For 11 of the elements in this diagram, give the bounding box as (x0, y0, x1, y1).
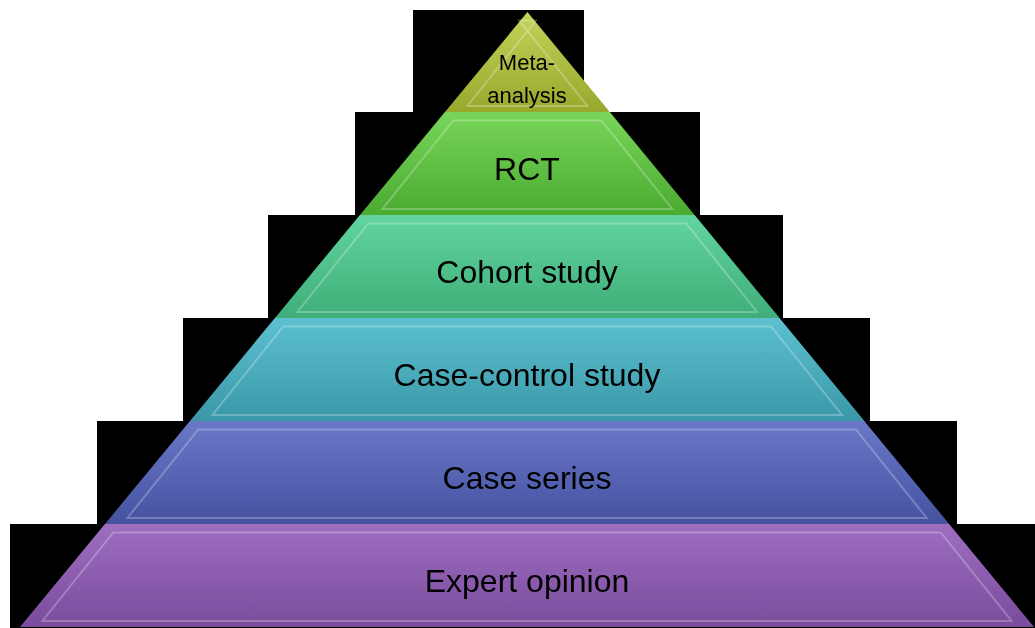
level-label: Case-control study (393, 356, 661, 395)
level-label: Cohort study (436, 253, 618, 292)
pyramid-level (104, 421, 950, 524)
pyramid-level (20, 524, 1034, 627)
level-label: Expert opinion (424, 562, 630, 601)
pyramid-level (189, 318, 865, 421)
pyramid-level (444, 12, 610, 112)
level-label: RCT (494, 150, 560, 189)
level-label: Meta- analysis (486, 49, 568, 110)
pyramid-level (274, 215, 780, 318)
level-label: Case series (442, 459, 612, 498)
